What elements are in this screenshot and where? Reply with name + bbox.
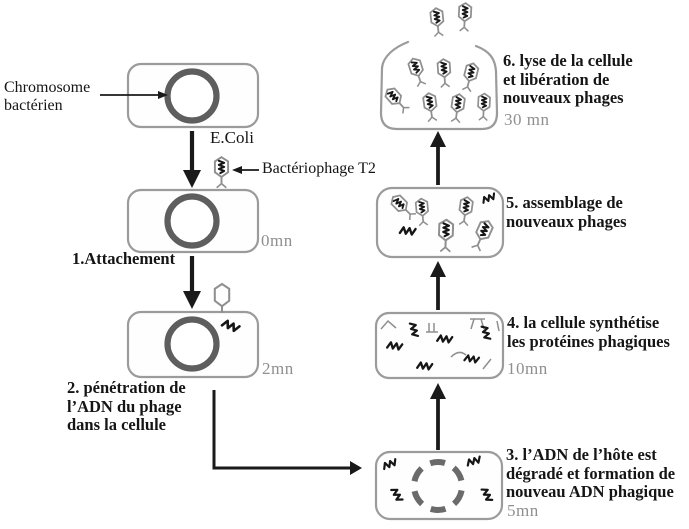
step6-line3: nouveaux phages [503, 88, 624, 107]
cell-protein-synthesis [374, 311, 505, 380]
protein-part-icon [450, 351, 467, 358]
step4-line2: les protéines phagiques [507, 331, 670, 351]
cell-phage-assembly [375, 186, 505, 259]
chromosome-label-line1: Chromosome [4, 79, 91, 96]
chromosome-pointer-arrow [100, 91, 168, 99]
cell-attachment [126, 156, 260, 254]
cell-dna-degradation [374, 450, 504, 521]
arrow-cell2-to-cell3 [183, 256, 201, 309]
step2-line2: l’ADN du phage [67, 396, 182, 416]
protein-part-icon [426, 323, 438, 333]
step6-line2: et libération de [503, 69, 610, 89]
step2-line1: 2. pénétration de [67, 378, 186, 397]
step4-label: 4. la cellule synthétise les protéines p… [507, 313, 670, 351]
chromosome-label-line2: bactérien [4, 97, 63, 114]
step4-time: 10mn [507, 359, 548, 378]
bacteriophage-icon [457, 1, 473, 33]
cell-ecoli-initial [126, 62, 260, 129]
cell-lysis-burst [379, 1, 499, 131]
bacteriophage-icon [429, 6, 446, 38]
step5-line2: nouveaux phages [506, 211, 627, 231]
step6-line1: 6. lyse de la cellule [503, 51, 633, 70]
chromosome-label: Chromosome bactérien [4, 79, 90, 115]
ecoli-label: E.Coli [210, 128, 254, 147]
step2-label: 2. pénétration de l’ADN du phage dans la… [67, 378, 186, 435]
step4-line1: 4. la cellule synthétise [507, 313, 660, 332]
degraded-chromosome-dashed-ring [411, 459, 465, 513]
step2-line3: dans la cellule [67, 415, 167, 434]
bacterial-chromosome-ring [164, 68, 220, 124]
protein-part-icon [380, 319, 397, 330]
bacteriophage-pointer-arrow [232, 166, 259, 174]
step6-label: 6. lyse de la cellule et libération de n… [503, 51, 633, 108]
step1-label: 1.Attachement [72, 249, 176, 268]
arrow-step5-to-step6 [430, 131, 446, 185]
step1-time: 0mn [261, 231, 293, 250]
empty-phage-capsid-icon [213, 282, 231, 314]
bacteriophage-t2-label: Bactériophage T2 [262, 160, 376, 177]
step3-line2: dégradé et formation de [506, 463, 676, 483]
step5-line1: 5. assemblage de [506, 193, 623, 212]
bacterial-chromosome-ring [164, 193, 220, 249]
arrow-step4-to-step5 [430, 261, 446, 310]
bacterial-chromosome-ring [164, 316, 220, 372]
arrow-cell1-to-cell2 [183, 131, 201, 188]
protein-part-icon [496, 320, 500, 332]
bacteriophage-icon [213, 156, 230, 189]
step2-time: 2mn [262, 359, 294, 378]
arrow-step3-to-step4 [430, 383, 446, 450]
step3-label: 3. l’ADN de l’hôte est dégradé et format… [506, 445, 676, 502]
step3-line3: nouveau ADN phagique [506, 482, 674, 501]
step6-time: 30 mn [504, 110, 550, 129]
cell-penetration [126, 282, 260, 379]
step5-label: 5. assemblage de nouveaux phages [506, 193, 627, 231]
step3-line1: 3. l’ADN de l’hôte est [506, 445, 657, 464]
protein-part-icon [482, 358, 492, 370]
step3-time: 5mn [507, 501, 539, 520]
burst-cell-outline [379, 40, 499, 131]
arrow-elbow-to-step3 [212, 390, 362, 475]
